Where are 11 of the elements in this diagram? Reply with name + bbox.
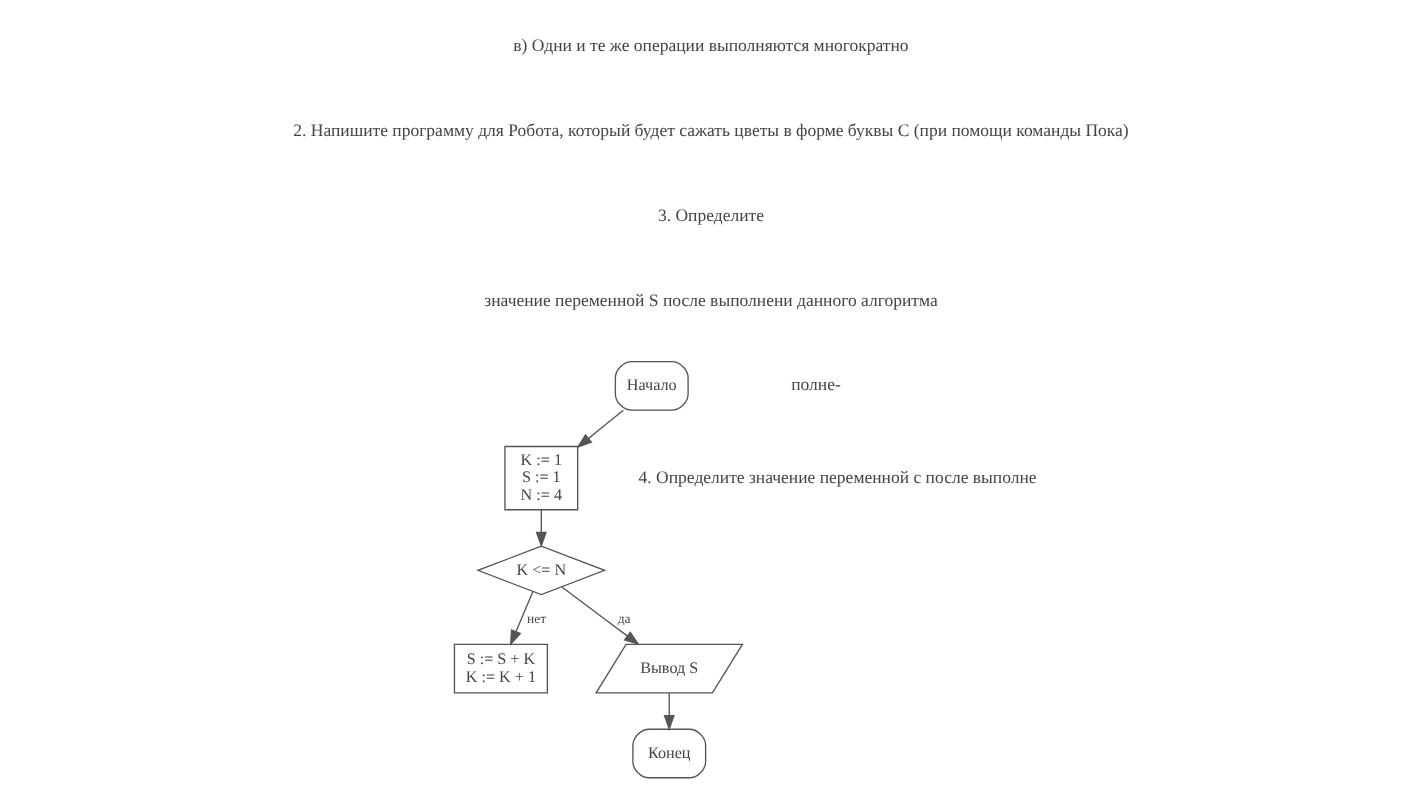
label: 3. Определите (658, 204, 764, 225)
arrow (561, 586, 640, 646)
label: полне- (791, 374, 841, 395)
label: 2. Напишите программу для Робота, который будет сажать цветы в форме буквы С (при помощи команды Пока) (293, 119, 1129, 140)
arrow (509, 590, 534, 647)
label: 4. Определите значение переменной с после выполне (638, 466, 1037, 487)
arrow (663, 692, 675, 732)
arrow (535, 509, 547, 548)
arrow (576, 409, 624, 449)
label: в) Одни и те же операции выполняются многократно (513, 35, 909, 56)
label: значение переменной S после выполнени данного алгоритма (484, 289, 938, 310)
